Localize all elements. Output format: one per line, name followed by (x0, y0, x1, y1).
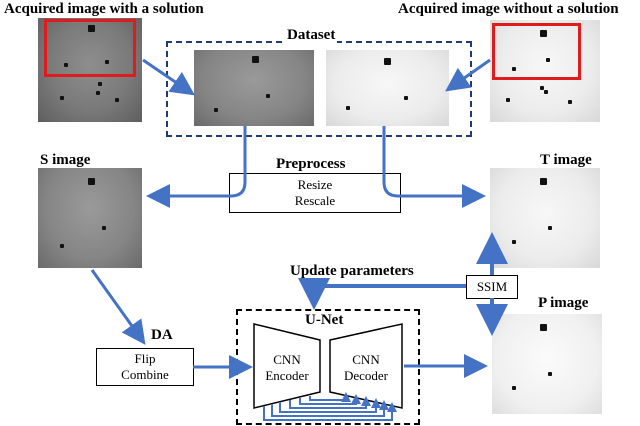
particle (60, 244, 64, 248)
da-label: DA (151, 327, 173, 343)
encoder-line1: CNN (273, 352, 301, 367)
particle (88, 25, 95, 32)
preprocess-label: Preprocess (276, 156, 346, 172)
particle (64, 63, 68, 67)
particle (105, 60, 109, 64)
da-flip: Flip (134, 351, 156, 366)
s-image-label: S image (40, 152, 91, 168)
t-image-label: T image (540, 152, 592, 168)
arrow-update-parameters (298, 278, 466, 310)
particle (540, 324, 547, 331)
dataset-source-crop (194, 50, 314, 126)
particle (88, 178, 95, 185)
dataset-target-crop (326, 50, 449, 126)
particle (540, 86, 544, 90)
acquired-without-solution-label: Acquired image without a solution (398, 1, 619, 17)
decoder-line1: CNN (352, 352, 380, 367)
encoder-shape (253, 323, 321, 409)
particle (115, 98, 119, 102)
particle (102, 226, 106, 230)
preprocess-rescale: Rescale (294, 193, 336, 208)
update-parameters-label: Update parameters (290, 263, 414, 279)
particle (512, 386, 516, 390)
preprocess-resize: Resize (297, 177, 333, 192)
da-box: Flip Combine (96, 348, 194, 386)
crop-region-left (44, 19, 136, 77)
particle (548, 372, 552, 376)
particle (540, 178, 547, 185)
t-image (490, 168, 600, 268)
particle (546, 58, 550, 62)
acquired-with-solution-label: Acquired image with a solution (4, 1, 204, 17)
particle (266, 94, 270, 98)
particle (544, 90, 548, 94)
crop-region-right (492, 23, 581, 80)
particle (60, 96, 64, 100)
particle (98, 82, 102, 86)
arrow-s-image-to-da (90, 269, 146, 345)
da-combine: Combine (121, 367, 169, 382)
particle (214, 108, 218, 112)
skip-connections (263, 392, 397, 421)
preprocess-box: Resize Rescale (229, 173, 401, 213)
particle (512, 240, 516, 244)
arrow-dataset-to-s-image (146, 126, 247, 208)
encoder-line2: Encoder (265, 368, 309, 383)
particle (96, 91, 100, 95)
unet-label: U-Net (305, 312, 344, 328)
acquired-image-with-solution (38, 18, 142, 122)
arrow-acquired-without-to-dataset (445, 58, 491, 92)
dataset-label: Dataset (285, 27, 338, 43)
decoder-text: CNN Decoder (331, 352, 401, 384)
acquired-image-without-solution (490, 20, 600, 122)
p-image-label: P image (538, 295, 589, 311)
particle (512, 67, 516, 71)
particle (346, 106, 350, 110)
particle (568, 100, 572, 104)
particle (384, 58, 391, 65)
decoder-shape (329, 323, 403, 409)
s-image (38, 168, 142, 268)
particle (404, 96, 408, 100)
particle (540, 30, 547, 37)
ssim-label: SSIM (476, 279, 508, 294)
arrow-dataset-to-t-image (382, 126, 486, 208)
particle (252, 56, 259, 63)
arrow-acquired-with-to-dataset (142, 58, 195, 96)
decoder-line2: Decoder (343, 368, 389, 383)
p-image (492, 314, 602, 414)
encoder-text: CNN Encoder (252, 352, 322, 384)
particle (506, 98, 510, 102)
particle (548, 226, 552, 230)
